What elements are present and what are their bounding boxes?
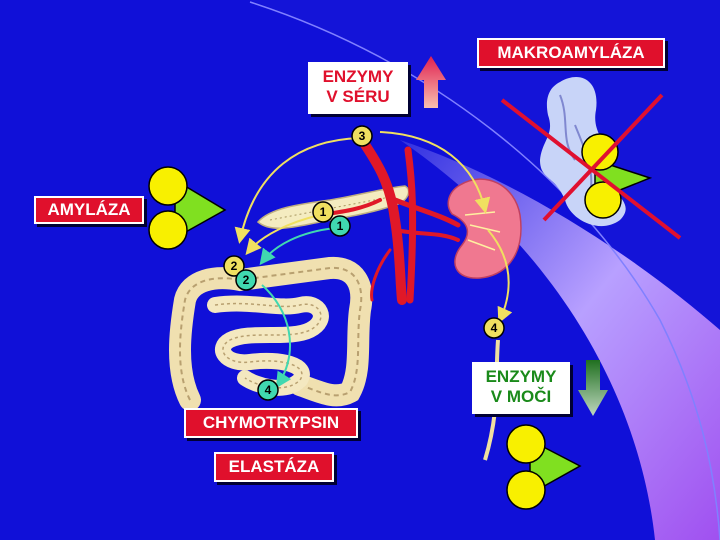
svg-text:2: 2 (231, 259, 238, 273)
label-amylaza: AMYLÁZA (34, 196, 144, 224)
svg-text:3: 3 (359, 129, 366, 143)
marker-green-4: 4 (257, 379, 279, 401)
pathway-cyan (259, 227, 336, 389)
marker-green-1: 1 (329, 215, 351, 237)
svg-text:4: 4 (491, 321, 498, 335)
label-chymotrypsin: CHYMOTRYPSIN (184, 408, 358, 438)
label-enzymy-v-seru: ENZYMY V SÉRU (308, 62, 408, 114)
arrow-down-icon (578, 360, 608, 416)
marker-yellow-3: 3 (351, 125, 373, 147)
label-enzymy-v-seru-line1: ENZYMY (322, 67, 394, 86)
marker-yellow-2: 2 (223, 255, 245, 277)
svg-text:4: 4 (265, 383, 272, 397)
blood-vessels-illustration (318, 135, 461, 305)
marker-yellow-1: 1 (312, 201, 334, 223)
label-enzymy-v-moci-line1: ENZYMY (485, 367, 557, 386)
cross-icon (500, 93, 682, 240)
amylase-molecule (148, 166, 227, 250)
label-enzymy-v-moci: ENZYMY V MOČI (472, 362, 570, 414)
label-elastaza: ELASTÁZA (214, 452, 334, 482)
macroamylase-complex (540, 77, 653, 227)
pancreas-illustration (256, 185, 410, 229)
arrow-up-icon (416, 56, 446, 108)
svg-text:1: 1 (337, 219, 344, 233)
label-enzymy-v-moci-line2: V MOČI (490, 387, 552, 406)
intestine-illustration (169, 256, 373, 411)
urine-amylase-molecule (506, 424, 582, 510)
label-makroamylaza: MAKROAMYLÁZA (477, 38, 665, 68)
label-enzymy-v-seru-line2: V SÉRU (326, 87, 390, 106)
kidney-illustration (447, 178, 522, 279)
svg-text:1: 1 (320, 205, 327, 219)
marker-green-2: 2 (235, 269, 257, 291)
svg-text:2: 2 (243, 273, 250, 287)
marker-yellow-4: 4 (483, 317, 505, 339)
